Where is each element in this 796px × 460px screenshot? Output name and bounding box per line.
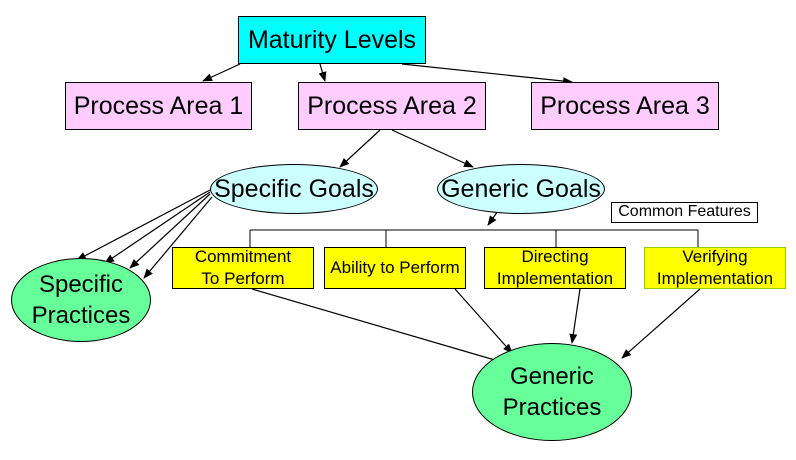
- specific-goals-label: Specific Goals: [214, 174, 374, 203]
- arrow-gg-to-common-features: [487, 210, 499, 226]
- commitment-line-1: Commitment: [194, 247, 292, 267]
- arrow-pa2-to-generic-goals: [391, 129, 474, 168]
- arrow-sg-to-sp-1: [76, 189, 211, 261]
- generic-practices-line-2: Practices: [502, 394, 602, 421]
- specific-goals-ellipse: Specific Goals: [210, 164, 378, 214]
- arrow-maturity-to-pa3: [401, 63, 573, 86]
- arrow-ability-to-gp: [454, 288, 513, 354]
- process-area-3-box: Process Area 3: [531, 82, 719, 130]
- specific-practices-line-2: Practices: [31, 302, 131, 329]
- process-area-2-label: Process Area 2: [307, 91, 477, 120]
- common-features-label-box: Common Features: [611, 202, 758, 223]
- specific-practices-line-1: Specific: [38, 270, 124, 298]
- arrow-directing-to-gp: [569, 288, 581, 344]
- process-area-1-label: Process Area 1: [73, 91, 244, 120]
- arrow-sg-to-sp-2: [104, 191, 211, 264]
- arrow-sg-to-sp-3: [129, 193, 211, 269]
- arrow-maturity-to-pa1: [202, 63, 241, 82]
- directing-line-2: Implementation: [496, 269, 614, 288]
- arrow-commitment-to-gp: [251, 288, 506, 365]
- specific-practices-ellipse: Specific Practices: [11, 258, 151, 342]
- generic-practices-ellipse: Generic Practices: [472, 343, 632, 441]
- arrow-verifying-to-gp: [621, 288, 701, 359]
- generic-goals-ellipse: Generic Goals: [437, 164, 605, 214]
- ability-to-perform-label: Ability to Perform: [330, 258, 460, 278]
- generic-goals-label: Generic Goals: [441, 174, 601, 203]
- ability-to-perform-box: Ability to Perform: [324, 247, 466, 289]
- arrow-pa2-to-specific-goals: [339, 129, 381, 168]
- arrow-maturity-to-pa2: [318, 63, 327, 82]
- verifying-implementation-box: Verifying Implementation: [644, 247, 786, 289]
- commitment-line-2: To Perform: [201, 269, 285, 288]
- arrow-sg-to-sp-4: [143, 196, 213, 279]
- process-area-2-box: Process Area 2: [298, 82, 486, 130]
- maturity-levels-label: Maturity Levels: [247, 25, 417, 54]
- common-features-label: Common Features: [618, 203, 751, 221]
- verifying-line-2: Implementation: [656, 269, 774, 288]
- maturity-levels-box: Maturity Levels: [238, 16, 426, 64]
- commitment-to-perform-box: Commitment To Perform: [172, 247, 314, 289]
- process-area-1-box: Process Area 1: [65, 82, 252, 130]
- directing-implementation-box: Directing Implementation: [484, 247, 626, 289]
- directing-line-1: Directing: [521, 247, 589, 267]
- process-area-3-label: Process Area 3: [540, 91, 710, 120]
- generic-practices-line-1: Generic: [509, 362, 595, 390]
- verifying-line-1: Verifying: [682, 247, 748, 267]
